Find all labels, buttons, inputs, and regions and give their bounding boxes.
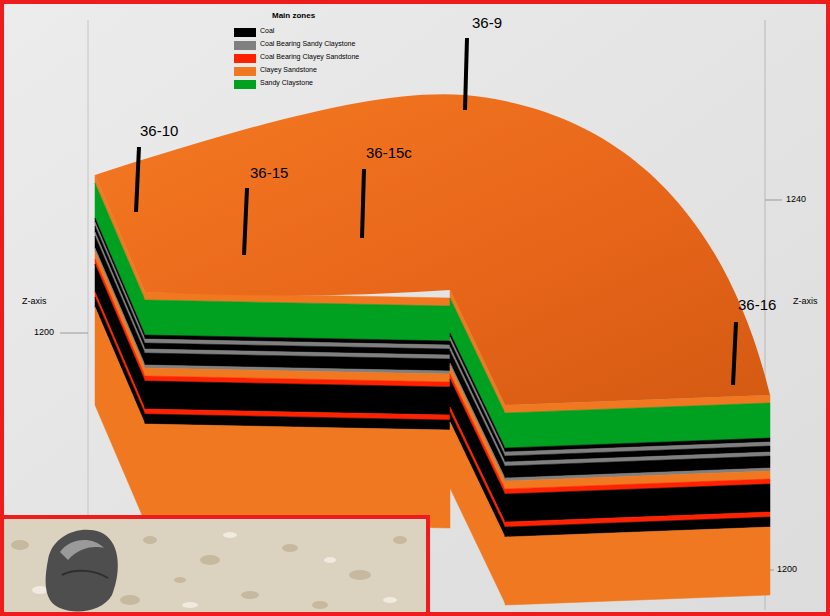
well-line: [362, 169, 364, 238]
legend-swatch: [234, 41, 256, 50]
well-line: [733, 322, 736, 385]
well-lines: [136, 38, 736, 385]
well-line: [244, 188, 247, 255]
legend-swatch: [234, 54, 256, 63]
strata-face: [505, 395, 770, 605]
well-line: [136, 147, 139, 212]
well-label: 36-9: [472, 14, 502, 31]
axis-value: 1240: [786, 194, 806, 204]
well-label: 36-15: [250, 164, 288, 181]
legend-text: Coal Bearing Clayey Sandstone: [260, 53, 359, 61]
legend-swatch: [234, 80, 256, 89]
axis-tick: [60, 333, 88, 334]
stratum-band: [95, 307, 145, 522]
rock-highlight: [60, 540, 104, 560]
top-surface: [95, 94, 770, 405]
stratum-band: [145, 300, 450, 341]
stratum-band: [450, 422, 505, 603]
legend-swatch: [234, 28, 256, 37]
axis-title: Z-axis: [793, 296, 818, 306]
well-label: 36-10: [140, 122, 178, 139]
photo-inset: [0, 517, 428, 616]
axis-value: 1200: [34, 327, 54, 337]
legend-text: Clayey Sandstone: [260, 66, 317, 74]
stratum-band: [145, 424, 450, 528]
well-label: 36-15c: [366, 144, 412, 161]
axis-tick: [765, 200, 782, 201]
legend-text: Sandy Claystone: [260, 79, 313, 87]
rock: [46, 530, 118, 612]
stratum-band: [505, 527, 770, 605]
axis-title: Z-axis: [22, 296, 47, 306]
legend-title: Main zones: [272, 11, 315, 20]
legend-text: Coal: [260, 27, 274, 35]
axis-value: 1200: [777, 564, 797, 574]
well-label: 36-16: [738, 296, 776, 313]
legend-text: Coal Bearing Sandy Claystone: [260, 40, 355, 48]
rock-crack: [62, 571, 108, 578]
photo-frame: [0, 517, 428, 616]
well-line: [465, 38, 467, 110]
strata-face: [145, 292, 450, 528]
legend-swatch: [234, 67, 256, 76]
